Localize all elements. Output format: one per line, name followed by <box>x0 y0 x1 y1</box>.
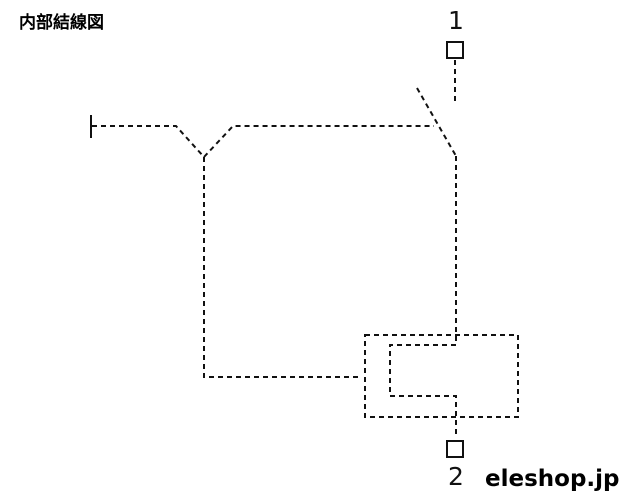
terminal-2-box <box>446 440 464 458</box>
relay-outer-box <box>364 334 519 418</box>
terminal-1-label: 1 <box>448 6 464 35</box>
switch-blade <box>416 87 457 157</box>
watermark-text: eleshop.jp <box>485 466 620 492</box>
top-right-wire <box>203 125 434 158</box>
terminal-1-box <box>446 41 464 59</box>
relay-inner-path <box>389 344 457 438</box>
top-left-wire <box>92 125 205 158</box>
diagram-title: 内部結線図 <box>19 13 104 33</box>
left-vertical-wire <box>203 157 360 378</box>
terminal-2-label: 2 <box>448 462 464 491</box>
